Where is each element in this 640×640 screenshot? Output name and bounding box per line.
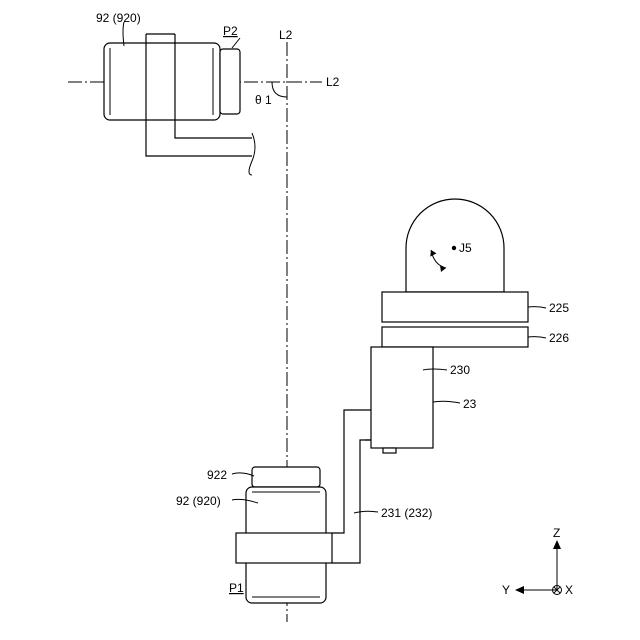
label-theta: θ 1 — [255, 93, 272, 107]
plate-225 — [382, 292, 528, 322]
label-922: 922 — [207, 468, 227, 482]
connector-231 — [332, 410, 371, 533]
label-j5: J5 — [459, 241, 472, 255]
label-231: 231 (232) — [381, 506, 432, 520]
label-axis-z: Z — [553, 526, 560, 540]
body-230 — [371, 347, 433, 453]
label-l2-right: L2 — [326, 75, 340, 89]
connector-232 — [332, 440, 371, 563]
label-l2-top: L2 — [279, 28, 293, 42]
label-axis-y: Y — [502, 583, 510, 597]
label-23: 23 — [463, 397, 477, 411]
label-p1: P1 — [229, 581, 244, 595]
label-230: 230 — [450, 363, 470, 377]
rotating-dome — [406, 199, 504, 292]
bottom-component-92 — [236, 467, 332, 603]
label-bottom-component: 92 (920) — [176, 494, 221, 508]
plate-226 — [382, 327, 528, 347]
label-top-component: 92 (920) — [96, 11, 141, 25]
top-component-92 — [104, 34, 255, 175]
label-p2: P2 — [223, 24, 238, 38]
theta-angle-arc — [272, 82, 287, 97]
label-axis-x: X — [565, 583, 573, 597]
label-226: 226 — [549, 331, 569, 345]
coordinate-triad — [515, 540, 562, 595]
label-225: 225 — [549, 301, 569, 315]
